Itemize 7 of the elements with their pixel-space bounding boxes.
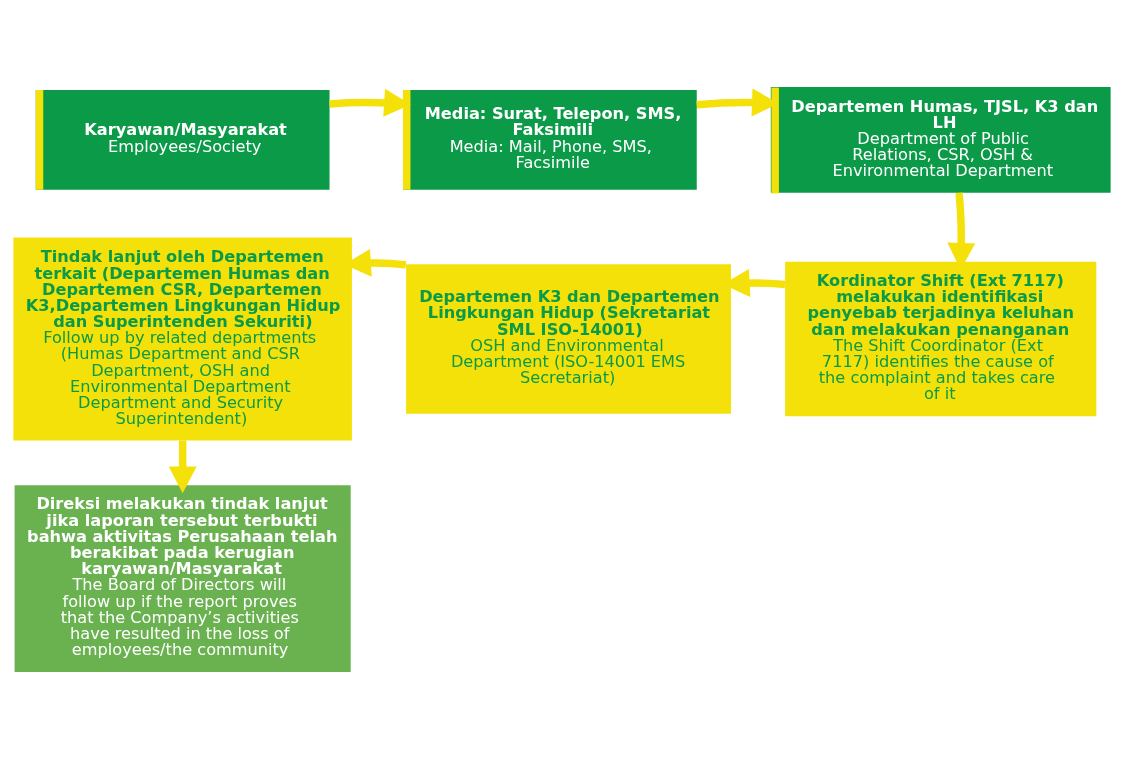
node-box: Tindak lanjut oleh Departemen terkait (Departemen Humas dan Departemen CSR, Departemen K3,Departemen Lingkungan Hidup dan Superintenden Sekuriti) Follow up by related departments (Humas Department and CSR Department, OSH and Environmental Department Department and Security Superintendent) — [13, 237, 352, 441]
node-box: Departemen K3 dan Departemen Lingkungan Hidup (Sekretariat SML ISO-14001) OSH and Environmental Department (ISO-14001 EMS Secretariat) — [406, 264, 731, 414]
arrow — [168, 440, 197, 494]
arrow — [329, 88, 411, 117]
arrow — [696, 88, 779, 117]
node-box: Direksi melakukan tindak lanjut jika laporan tersebut terbukti bahwa aktivitas Perusahaan telah berakibat pada kerugian karyawan/Masyarakat The Board of Directors will follow up if the report proves that the Company’s activities have resulted in the loss of employees/the community — [14, 485, 351, 672]
node-box: Kordinator Shift (Ext 7117) melakukan identifikasi penyebab terjadinya keluhan dan melakukan penanganan The Shift Coordinator (Ext 7117) identifies the cause of the complaint and takes care of it — [785, 261, 1097, 417]
